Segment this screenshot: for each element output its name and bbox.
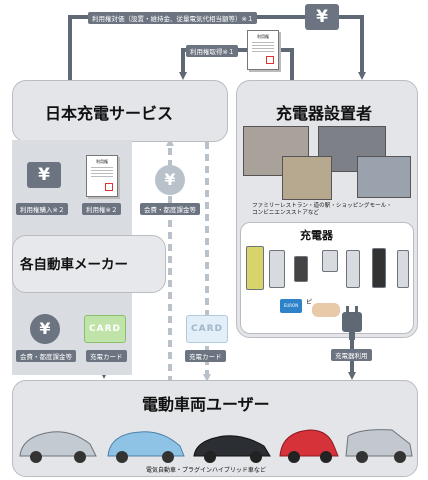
card-icon: CARD (186, 315, 228, 343)
card-icon: CARD (84, 315, 126, 343)
card-direct-label: 充電カード (185, 350, 226, 362)
car-prius (19, 431, 97, 463)
hand-icon (312, 303, 340, 317)
tap-ok: ピ (306, 299, 313, 306)
yen-icon: ¥ (30, 314, 60, 344)
charger-icon (294, 256, 308, 282)
tap-card: EURON (280, 299, 302, 313)
fee-direct-label: 会費・都度課金等 (140, 203, 200, 215)
maker-title: 各自動車メーカー (20, 257, 128, 273)
car-leaf (107, 431, 185, 463)
charger-icon (397, 250, 409, 288)
yen-icon: ¥ (27, 162, 61, 188)
nihon-box (12, 80, 228, 142)
card-maker-label: 充電カード (86, 350, 127, 362)
document-icon: 利用権 (247, 30, 279, 70)
station-photo (282, 156, 332, 200)
installer-caption: ファミリーレストラン・道の駅・ショッピングモール・ コンビニエンスストアなど (252, 203, 392, 216)
maker-box (12, 235, 166, 293)
yen-icon: ¥ (305, 4, 339, 30)
car-imiev (279, 429, 339, 463)
document-icon: 利用権 (86, 155, 118, 197)
users-caption: 電気自動車・プラグインハイブリッド車など (146, 467, 266, 474)
charger-use-label: 充電器利用 (331, 349, 372, 361)
car-suv (345, 429, 413, 463)
usage-fee-label: 利用権対価（設置・維持金、従量電気代相当額等）※１ (88, 12, 258, 24)
grant-label: 利用権※２ (82, 203, 122, 215)
chargers-title: 充電器 (300, 229, 333, 242)
plug-icon (342, 306, 362, 340)
car-sedan (193, 435, 271, 463)
store-photo (357, 156, 411, 198)
purchase-label: 利用権購入※２ (16, 203, 69, 215)
charger-icon (322, 250, 338, 272)
charger-icon (269, 250, 285, 288)
usage-acquire-label: 利用権取得※１ (186, 45, 239, 57)
cars-row (19, 429, 413, 463)
charger-icon (246, 246, 264, 290)
fee-maker-label: 会費・都度課金等 (16, 350, 76, 362)
users-title: 電動車両ユーザー (142, 395, 270, 414)
card-tap-icon: EURON ピ (278, 297, 342, 319)
yen-icon: ¥ (155, 165, 185, 195)
nihon-title: 日本充電サービス (45, 104, 174, 123)
charger-icon (346, 250, 360, 288)
charger-icon (372, 248, 386, 288)
installer-title: 充電器設置者 (276, 104, 373, 123)
